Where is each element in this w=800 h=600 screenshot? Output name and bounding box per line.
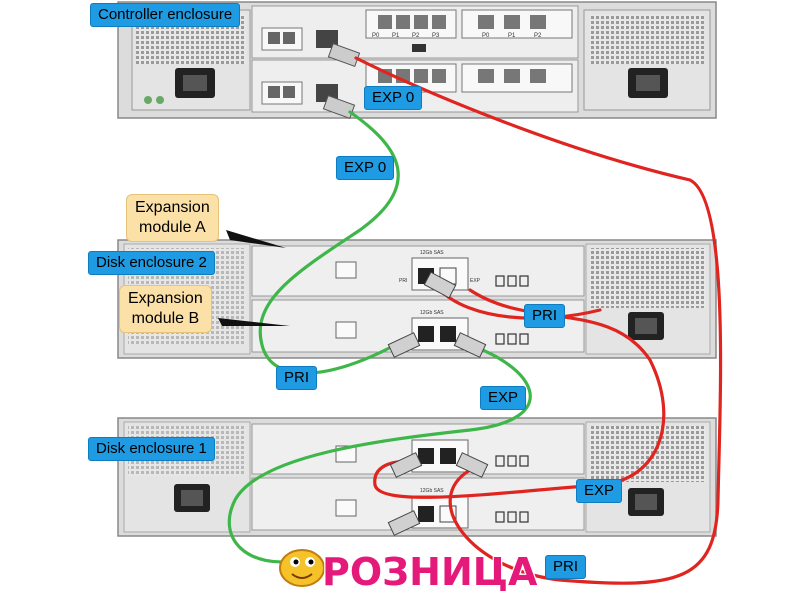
disk2-b-sas-label: 12Gb SAS bbox=[420, 310, 444, 316]
label-disk-enclosure-2: Disk enclosure 2 bbox=[88, 251, 215, 275]
label-pri-upper: PRI bbox=[524, 304, 566, 328]
disk2-a-exp-port-label: EXP bbox=[470, 278, 481, 284]
controller-module-b bbox=[251, 59, 579, 113]
plug-disk1-a-pri bbox=[389, 452, 423, 478]
plug-disk2-a-pri bbox=[423, 271, 457, 299]
red-cable-disk2-to-disk1 bbox=[373, 288, 666, 499]
port-label-p1-a: P1 bbox=[392, 33, 400, 39]
watermark-text: РОЗНИЦА bbox=[322, 550, 538, 594]
disk2-a-sas-label: 12Gb SAS bbox=[420, 250, 444, 256]
label-pri-lower-left: PRI bbox=[276, 366, 318, 390]
label-expansion-module-b: Expansion module B bbox=[119, 285, 212, 333]
port-label-p0-b: P0 bbox=[482, 33, 490, 39]
port-label-p3-a: P3 bbox=[432, 33, 440, 39]
label-exp0-mid: EXP 0 bbox=[336, 156, 395, 180]
pointer-module-a bbox=[226, 230, 286, 248]
controller-psu-right bbox=[583, 9, 711, 111]
plug-disk1-b-pri bbox=[387, 510, 421, 536]
pointer-module-b bbox=[218, 318, 290, 326]
disk1-b-sas-label: 12Gb SAS bbox=[420, 488, 444, 494]
controller-module-a bbox=[251, 5, 579, 59]
label-expansion-module-a-line2: module A bbox=[139, 219, 206, 236]
port-label-p2-b: P2 bbox=[534, 33, 542, 39]
label-expansion-module-a: Expansion module A bbox=[126, 194, 219, 242]
label-exp-mid: EXP bbox=[480, 386, 527, 410]
plug-disk1-a-exp bbox=[455, 452, 489, 478]
plug-disk2-b-pri bbox=[387, 332, 421, 358]
label-expansion-module-a-line1: Expansion bbox=[135, 199, 210, 216]
label-controller-enclosure: Controller enclosure bbox=[90, 3, 241, 27]
green-cable-disk2-to-disk1 bbox=[227, 343, 532, 564]
label-disk-enclosure-1: Disk enclosure 1 bbox=[88, 437, 215, 461]
red-cable-controller-to-disk2 bbox=[354, 56, 723, 585]
port-label-p0-a: P0 bbox=[372, 33, 380, 39]
port-label-p2-a: P2 bbox=[412, 33, 420, 39]
label-expansion-module-b-line2: module B bbox=[131, 310, 200, 327]
watermark-logo: РОЗНИЦА bbox=[279, 549, 539, 595]
label-expansion-module-b-line1: Expansion bbox=[128, 290, 203, 307]
label-exp-lower: EXP bbox=[576, 479, 623, 503]
plug-disk2-b-exp bbox=[453, 332, 487, 358]
port-label-p1-b: P1 bbox=[508, 33, 516, 39]
label-exp0-top: EXP 0 bbox=[364, 86, 423, 110]
red-cable-disk2-loop bbox=[438, 288, 602, 320]
disk2-expansion-module-a: 12Gb SAS PRI EXP bbox=[251, 245, 585, 297]
disk2-a-pri-port-label: PRI bbox=[399, 278, 407, 284]
label-pri-bottom: PRI bbox=[545, 555, 587, 579]
controller-enclosure: P0 P1 P2 P3 P0 P1 P2 bbox=[117, 1, 717, 120]
